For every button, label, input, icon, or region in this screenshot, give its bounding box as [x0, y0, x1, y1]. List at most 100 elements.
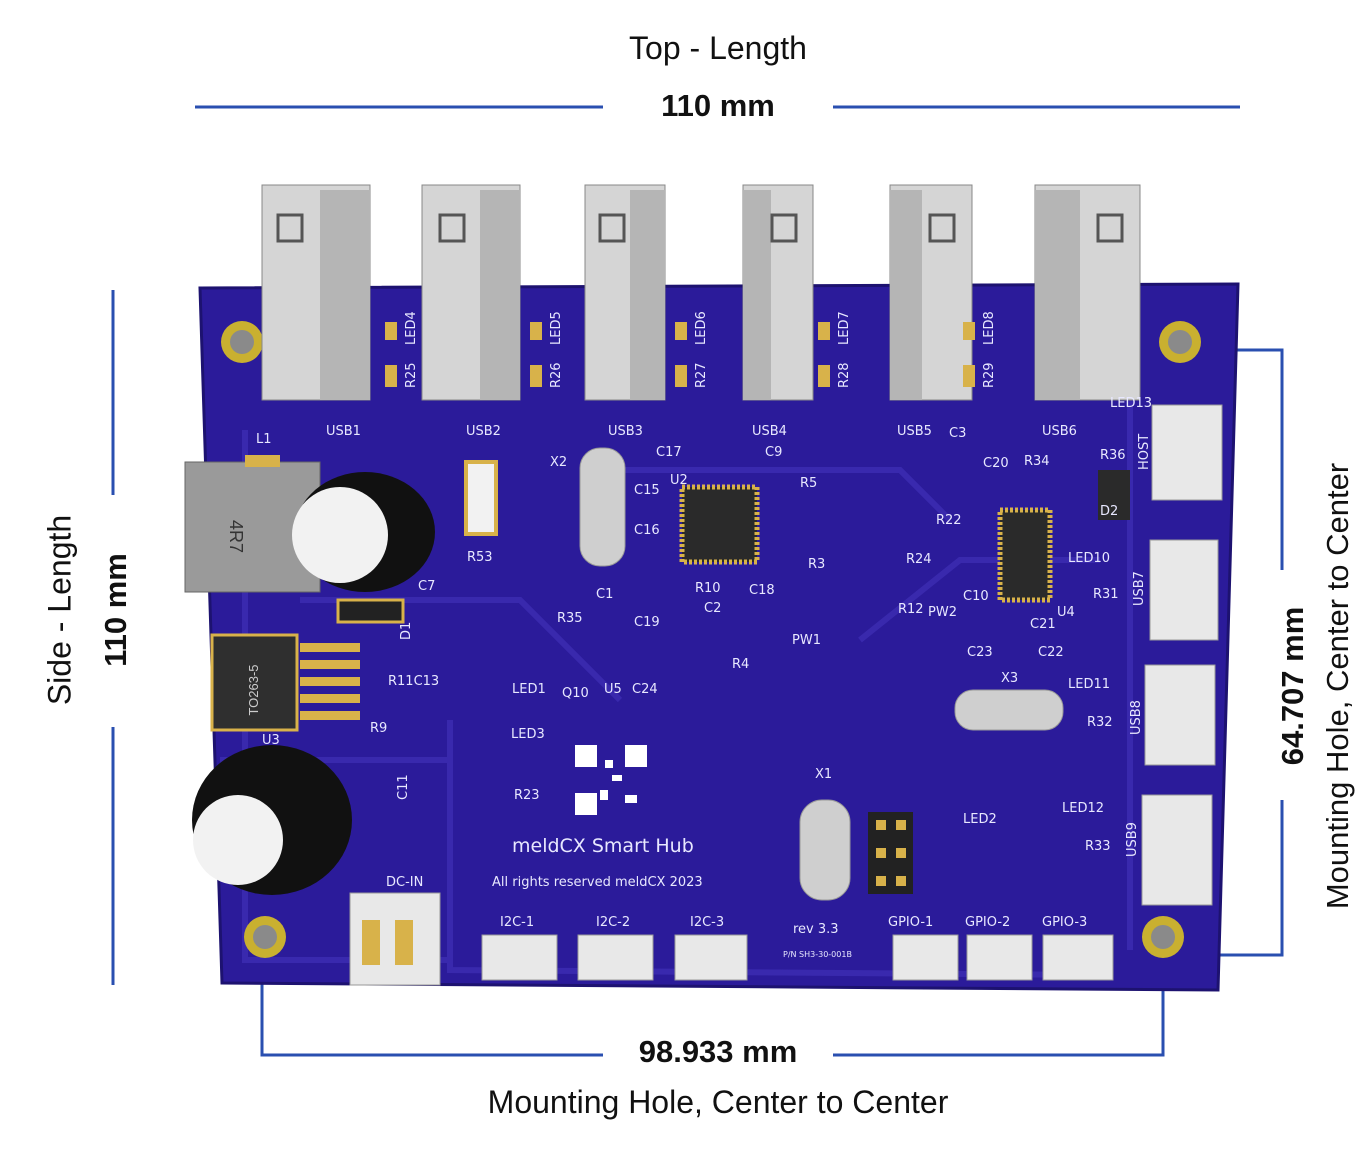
- label-c16: C16: [634, 523, 660, 538]
- label-pw2: PW2: [928, 605, 957, 620]
- label-q10: Q10: [562, 686, 589, 701]
- dc-in-connector: [349, 892, 441, 986]
- label-r22: R22: [936, 513, 962, 528]
- label-c11: C11: [396, 774, 411, 800]
- label-r23: R23: [514, 788, 540, 803]
- usb-label-4: USB4: [752, 424, 787, 439]
- chip-u4: [997, 507, 1053, 603]
- board-name: meldCX Smart Hub: [512, 835, 694, 857]
- usb-port-6: [1034, 184, 1141, 401]
- conn-gpio-3: GPIO-3: [1042, 915, 1087, 930]
- usb-label-1: USB1: [326, 424, 361, 439]
- regulator-marking: TO263-5: [246, 664, 261, 715]
- label-led1: LED1: [512, 682, 546, 697]
- top-length-title: Top - Length: [629, 30, 807, 66]
- bottom-connectors: [481, 934, 1114, 981]
- label-x1: X1: [815, 767, 832, 782]
- label-c10: C10: [963, 589, 989, 604]
- led-top-5: LED8: [982, 311, 997, 345]
- qr-code: [575, 745, 647, 815]
- label-x3: X3: [1001, 671, 1018, 686]
- label-c7: C7: [418, 579, 435, 594]
- label-c9: C9: [765, 445, 782, 460]
- label-r3: R3: [808, 557, 825, 572]
- label-c23: C23: [967, 645, 993, 660]
- dc-in-label: DC-IN: [386, 875, 423, 890]
- hole-horizontal-title: Mounting Hole, Center to Center: [487, 1084, 949, 1120]
- label-c1: C1: [596, 587, 613, 602]
- silkscreen-labels: USB1 USB2 USB3 USB4 USB5 USB6 LED4 LED5 …: [256, 311, 1152, 930]
- label-c22: C22: [1038, 645, 1064, 660]
- mounting-hole-bottom-right: [1142, 916, 1184, 958]
- usb-label-2: USB2: [466, 424, 501, 439]
- chip-u2: [679, 484, 760, 565]
- label-pw1: PW1: [792, 633, 821, 648]
- resistor-r53: [464, 460, 498, 536]
- res-top-3: R27: [694, 362, 709, 388]
- usb-label-3: USB3: [608, 424, 643, 439]
- led-top-3: LED6: [694, 311, 709, 345]
- crystal-x2: [579, 447, 626, 567]
- label-c2: C2: [704, 601, 721, 616]
- crystal-x3: [954, 689, 1064, 731]
- usb-port-5: [889, 184, 973, 401]
- conn-i2c-3: I2C-3: [690, 915, 724, 930]
- label-u4: U4: [1057, 605, 1075, 620]
- board-revision: rev 3.3: [793, 922, 839, 937]
- conn-gpio-1: GPIO-1: [888, 915, 933, 930]
- label-c18: C18: [749, 583, 775, 598]
- label-r24: R24: [906, 552, 932, 567]
- label-d2: D2: [1100, 504, 1118, 519]
- right-led-4: LED12: [1062, 801, 1104, 816]
- conn-i2c-1: I2C-1: [500, 915, 534, 930]
- label-l1: L1: [256, 432, 272, 447]
- label-r53: R53: [467, 550, 493, 565]
- label-x2: X2: [550, 455, 567, 470]
- label-r34: R34: [1024, 454, 1050, 469]
- label-c19: C19: [634, 615, 660, 630]
- diode-d1: [336, 598, 405, 624]
- top-length-value: 110 mm: [661, 88, 775, 123]
- usb-label-6: USB6: [1042, 424, 1077, 439]
- diode-d2: [1098, 470, 1130, 520]
- label-r35: R35: [557, 611, 583, 626]
- label-r9: R9: [370, 721, 387, 736]
- inductor-marking: 4R7: [226, 520, 246, 553]
- label-r12: R12: [898, 602, 924, 617]
- usb-port-2: [421, 184, 521, 401]
- mounting-holes: [221, 321, 1201, 958]
- res-top-4: R28: [837, 362, 852, 388]
- conn-gpio-2: GPIO-2: [965, 915, 1010, 930]
- capacitor-c7: [292, 472, 435, 592]
- label-u2: U2: [670, 473, 688, 488]
- board-copyright: All rights reserved meldCX 2023: [492, 875, 703, 890]
- res-top-2: R26: [549, 362, 564, 388]
- right-led-1: LED13: [1110, 396, 1152, 411]
- right-res-1: R36: [1100, 448, 1126, 463]
- label-r10: R10: [695, 581, 721, 596]
- mounting-hole-bottom-left: [244, 916, 286, 958]
- led-top-1: LED4: [404, 311, 419, 345]
- crystal-x1: [799, 799, 851, 901]
- label-d1: D1: [399, 622, 414, 640]
- right-conn-usb9: USB9: [1125, 822, 1140, 857]
- usb-label-5: USB5: [897, 424, 932, 439]
- right-conn-host: HOST: [1137, 434, 1152, 470]
- res-top-5: R29: [982, 362, 997, 388]
- usb-ports-top: [261, 184, 1141, 401]
- hole-horizontal-value: 98.933 mm: [638, 1034, 798, 1069]
- right-conn-usb7: USB7: [1132, 571, 1147, 606]
- label-c15: C15: [634, 483, 660, 498]
- label-led2: LED2: [963, 812, 997, 827]
- capacitor-bottom-left: [192, 745, 352, 895]
- usb-port-4: [742, 184, 814, 401]
- right-res-2: R31: [1093, 587, 1119, 602]
- conn-i2c-2: I2C-2: [596, 915, 630, 930]
- pin-header: [868, 812, 913, 894]
- board-part-number: P/N SH3-30-001B: [783, 950, 852, 959]
- right-res-4: R33: [1085, 839, 1111, 854]
- usb-port-1: [261, 184, 371, 401]
- mounting-hole-top-right: [1159, 321, 1201, 363]
- label-r11c13: R11C13: [388, 674, 439, 689]
